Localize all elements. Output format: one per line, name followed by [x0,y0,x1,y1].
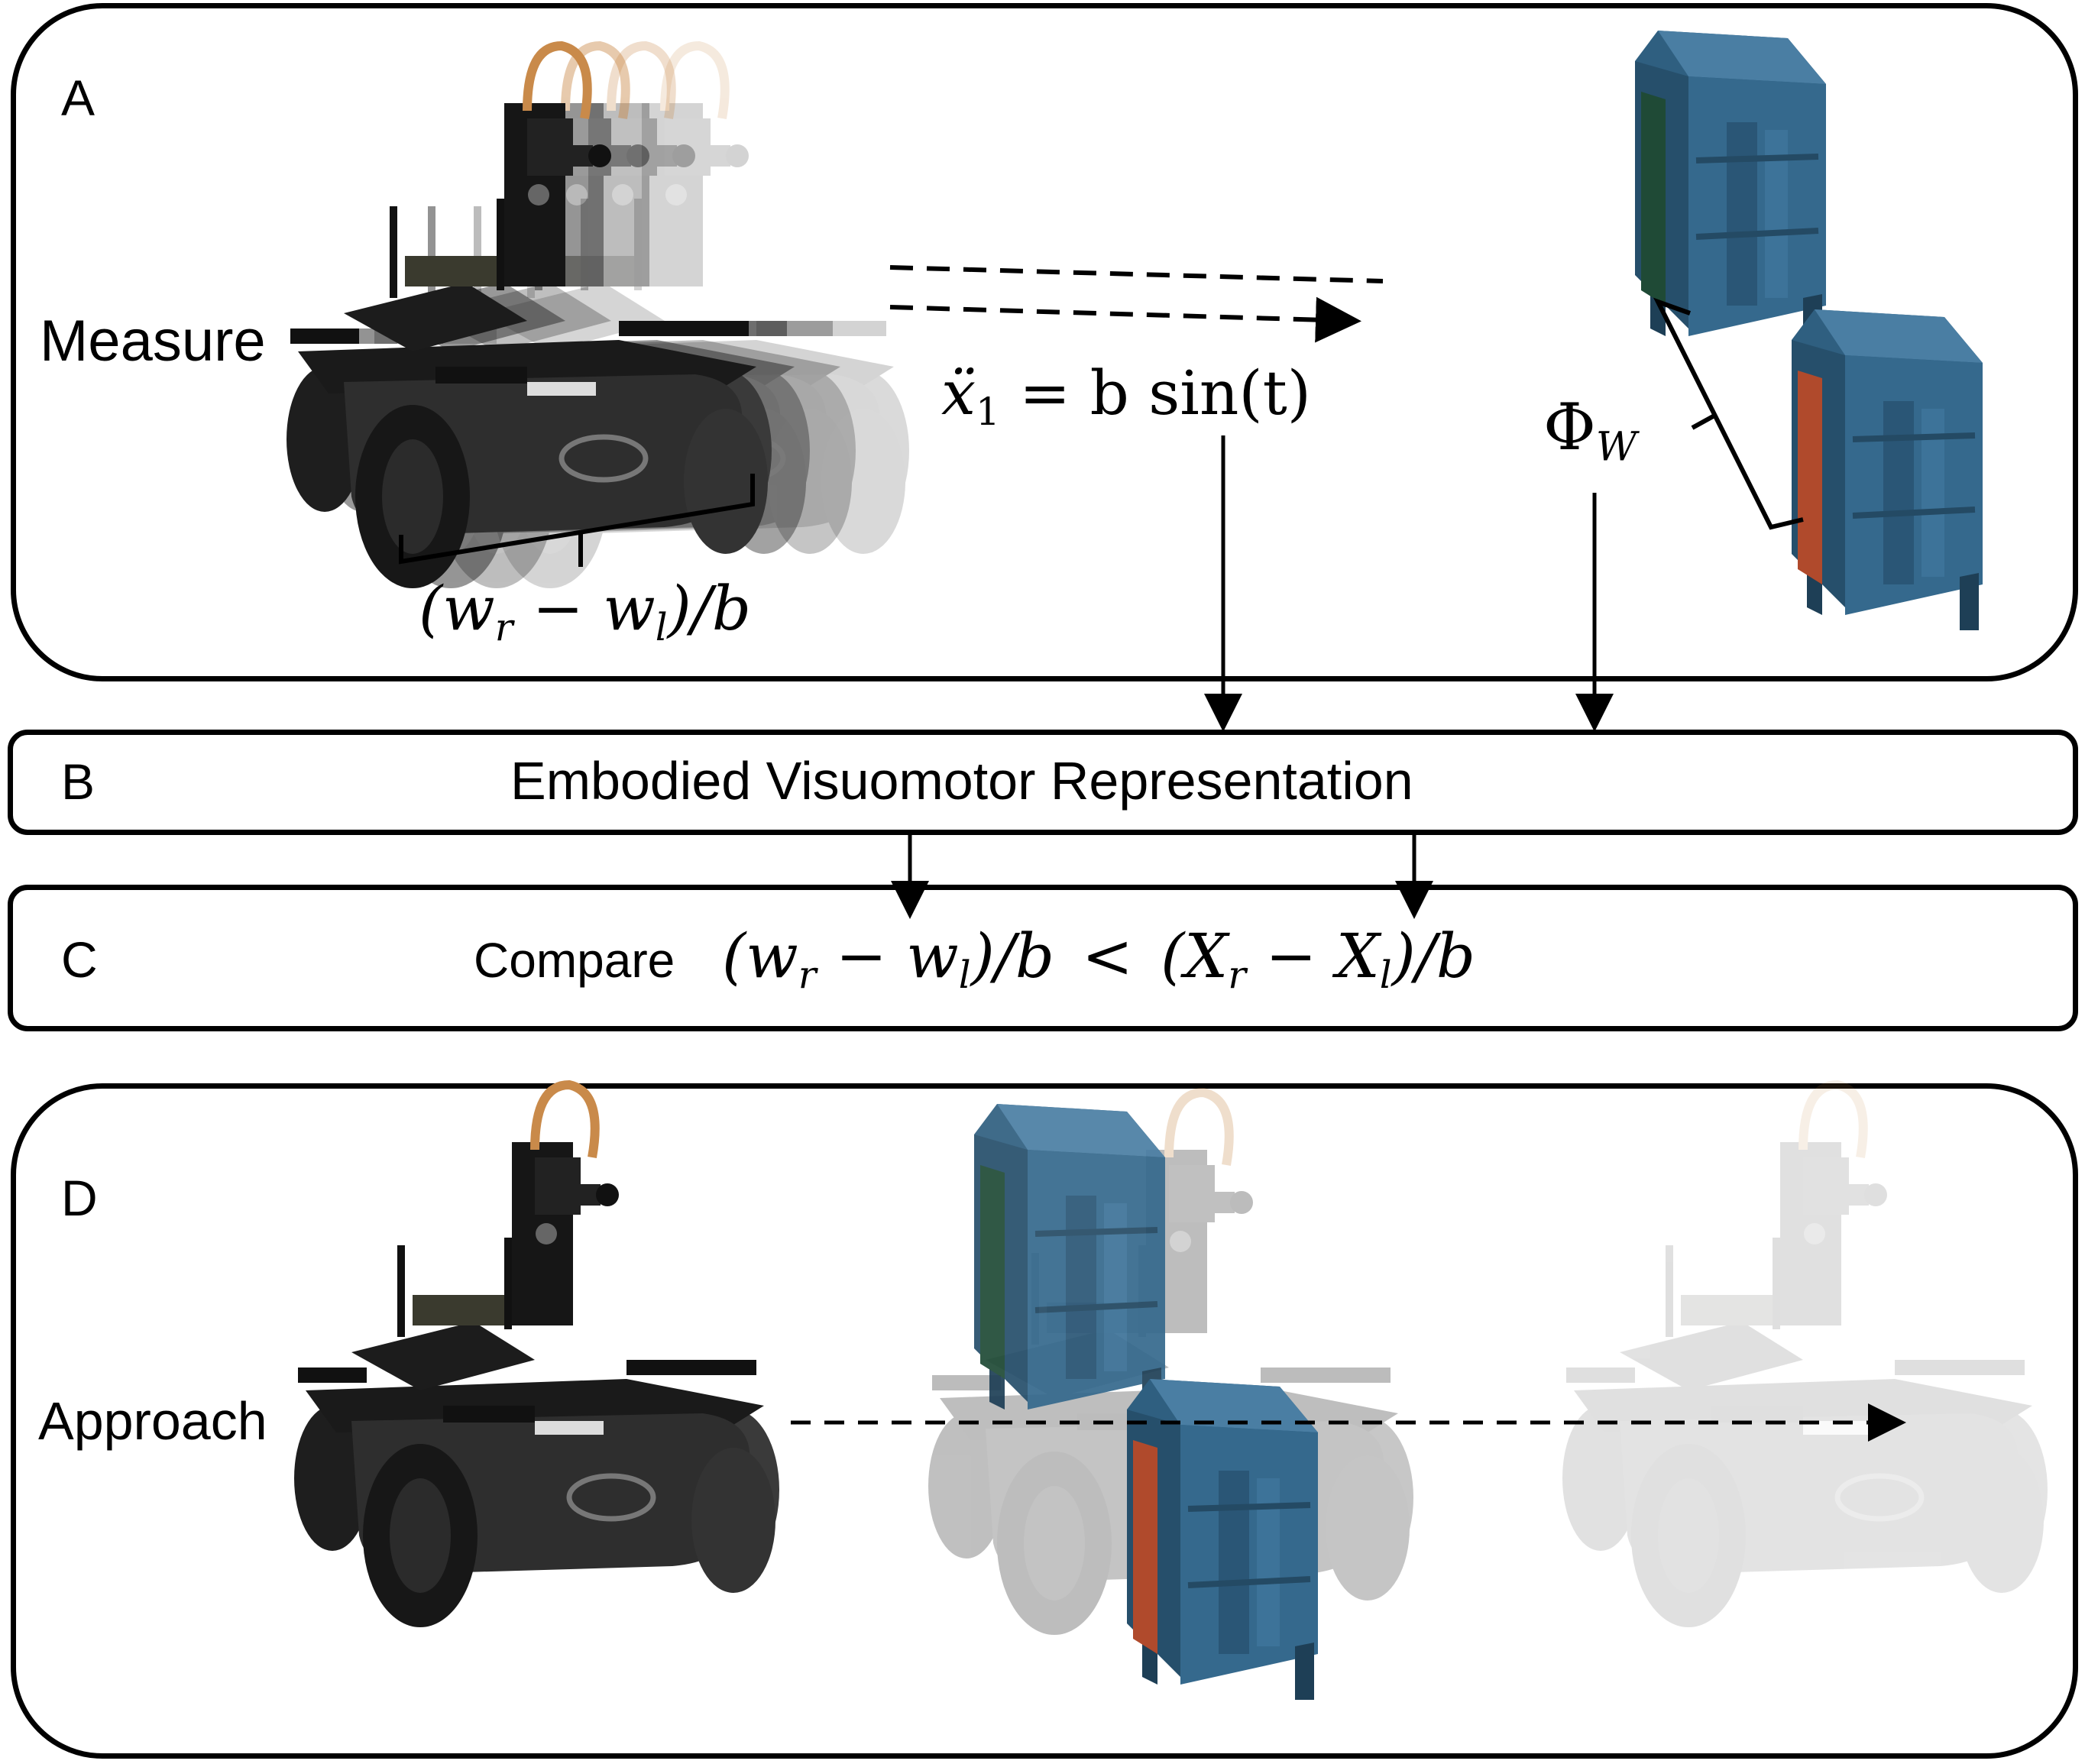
rhs-sub-r: r [1228,952,1246,997]
measure-label: Measure [40,309,266,374]
robot-icon-approach [294,1085,779,1627]
phi-symbol: Φ [1543,390,1596,464]
panel-a-letter: A [61,70,96,126]
panel-c-letter: C [61,931,98,988]
dashed-arrow-icon-trajectory [889,265,1384,343]
width-mid: − w [513,573,656,644]
panel-c-compare [8,885,2078,1031]
rhs-mid: − X [1245,921,1380,992]
representation-title: Embodied Visuomotor Representation [510,751,1413,811]
box-icon-red-near [1792,309,1983,630]
bracket-icon-phi [1653,297,1804,530]
acceleration-equation: ẍ1 = b sin(t) [941,358,1311,434]
width-sub-r: r [494,604,513,649]
rhs-sub-l: l [1379,952,1392,997]
box-icon-green-overlay [974,1104,1165,1425]
accel-rhs: = b sin(t) [999,358,1311,429]
phi-sub: W [1595,424,1637,471]
panel-b-letter: B [61,753,96,810]
rhs-open: (X [1161,921,1229,992]
lhs-mid: − w [816,921,959,992]
rhs-close: )/b [1391,921,1476,992]
lhs-sub-l: l [958,952,971,997]
lhs-open: (w [722,921,798,992]
width-close: )/b [667,573,752,644]
bracket-icon-width [399,474,755,567]
width-sub-l: l [655,604,668,649]
panel-d-letter: D [61,1170,98,1226]
compare-word: Compare [474,933,675,988]
robot-icon-ghost-end [1562,1085,2048,1627]
phi-label: ΦW [1543,390,1637,471]
lhs-sub-r: r [798,952,817,997]
panel-b-representation [8,730,2078,835]
box-icon-red-overlay [1127,1379,1318,1700]
lhs-close: )/b [970,921,1055,992]
width-open: (w [419,573,495,644]
accel-sub: 1 [976,389,1000,434]
relation-symbol: < [1082,921,1134,992]
accel-var: ẍ [941,358,976,429]
width-expression: (wr − wl)/b [419,573,751,649]
comparison-expression: (wr − wl)/b<(Xr − Xl)/b [722,921,1475,997]
approach-label: Approach [38,1391,267,1451]
